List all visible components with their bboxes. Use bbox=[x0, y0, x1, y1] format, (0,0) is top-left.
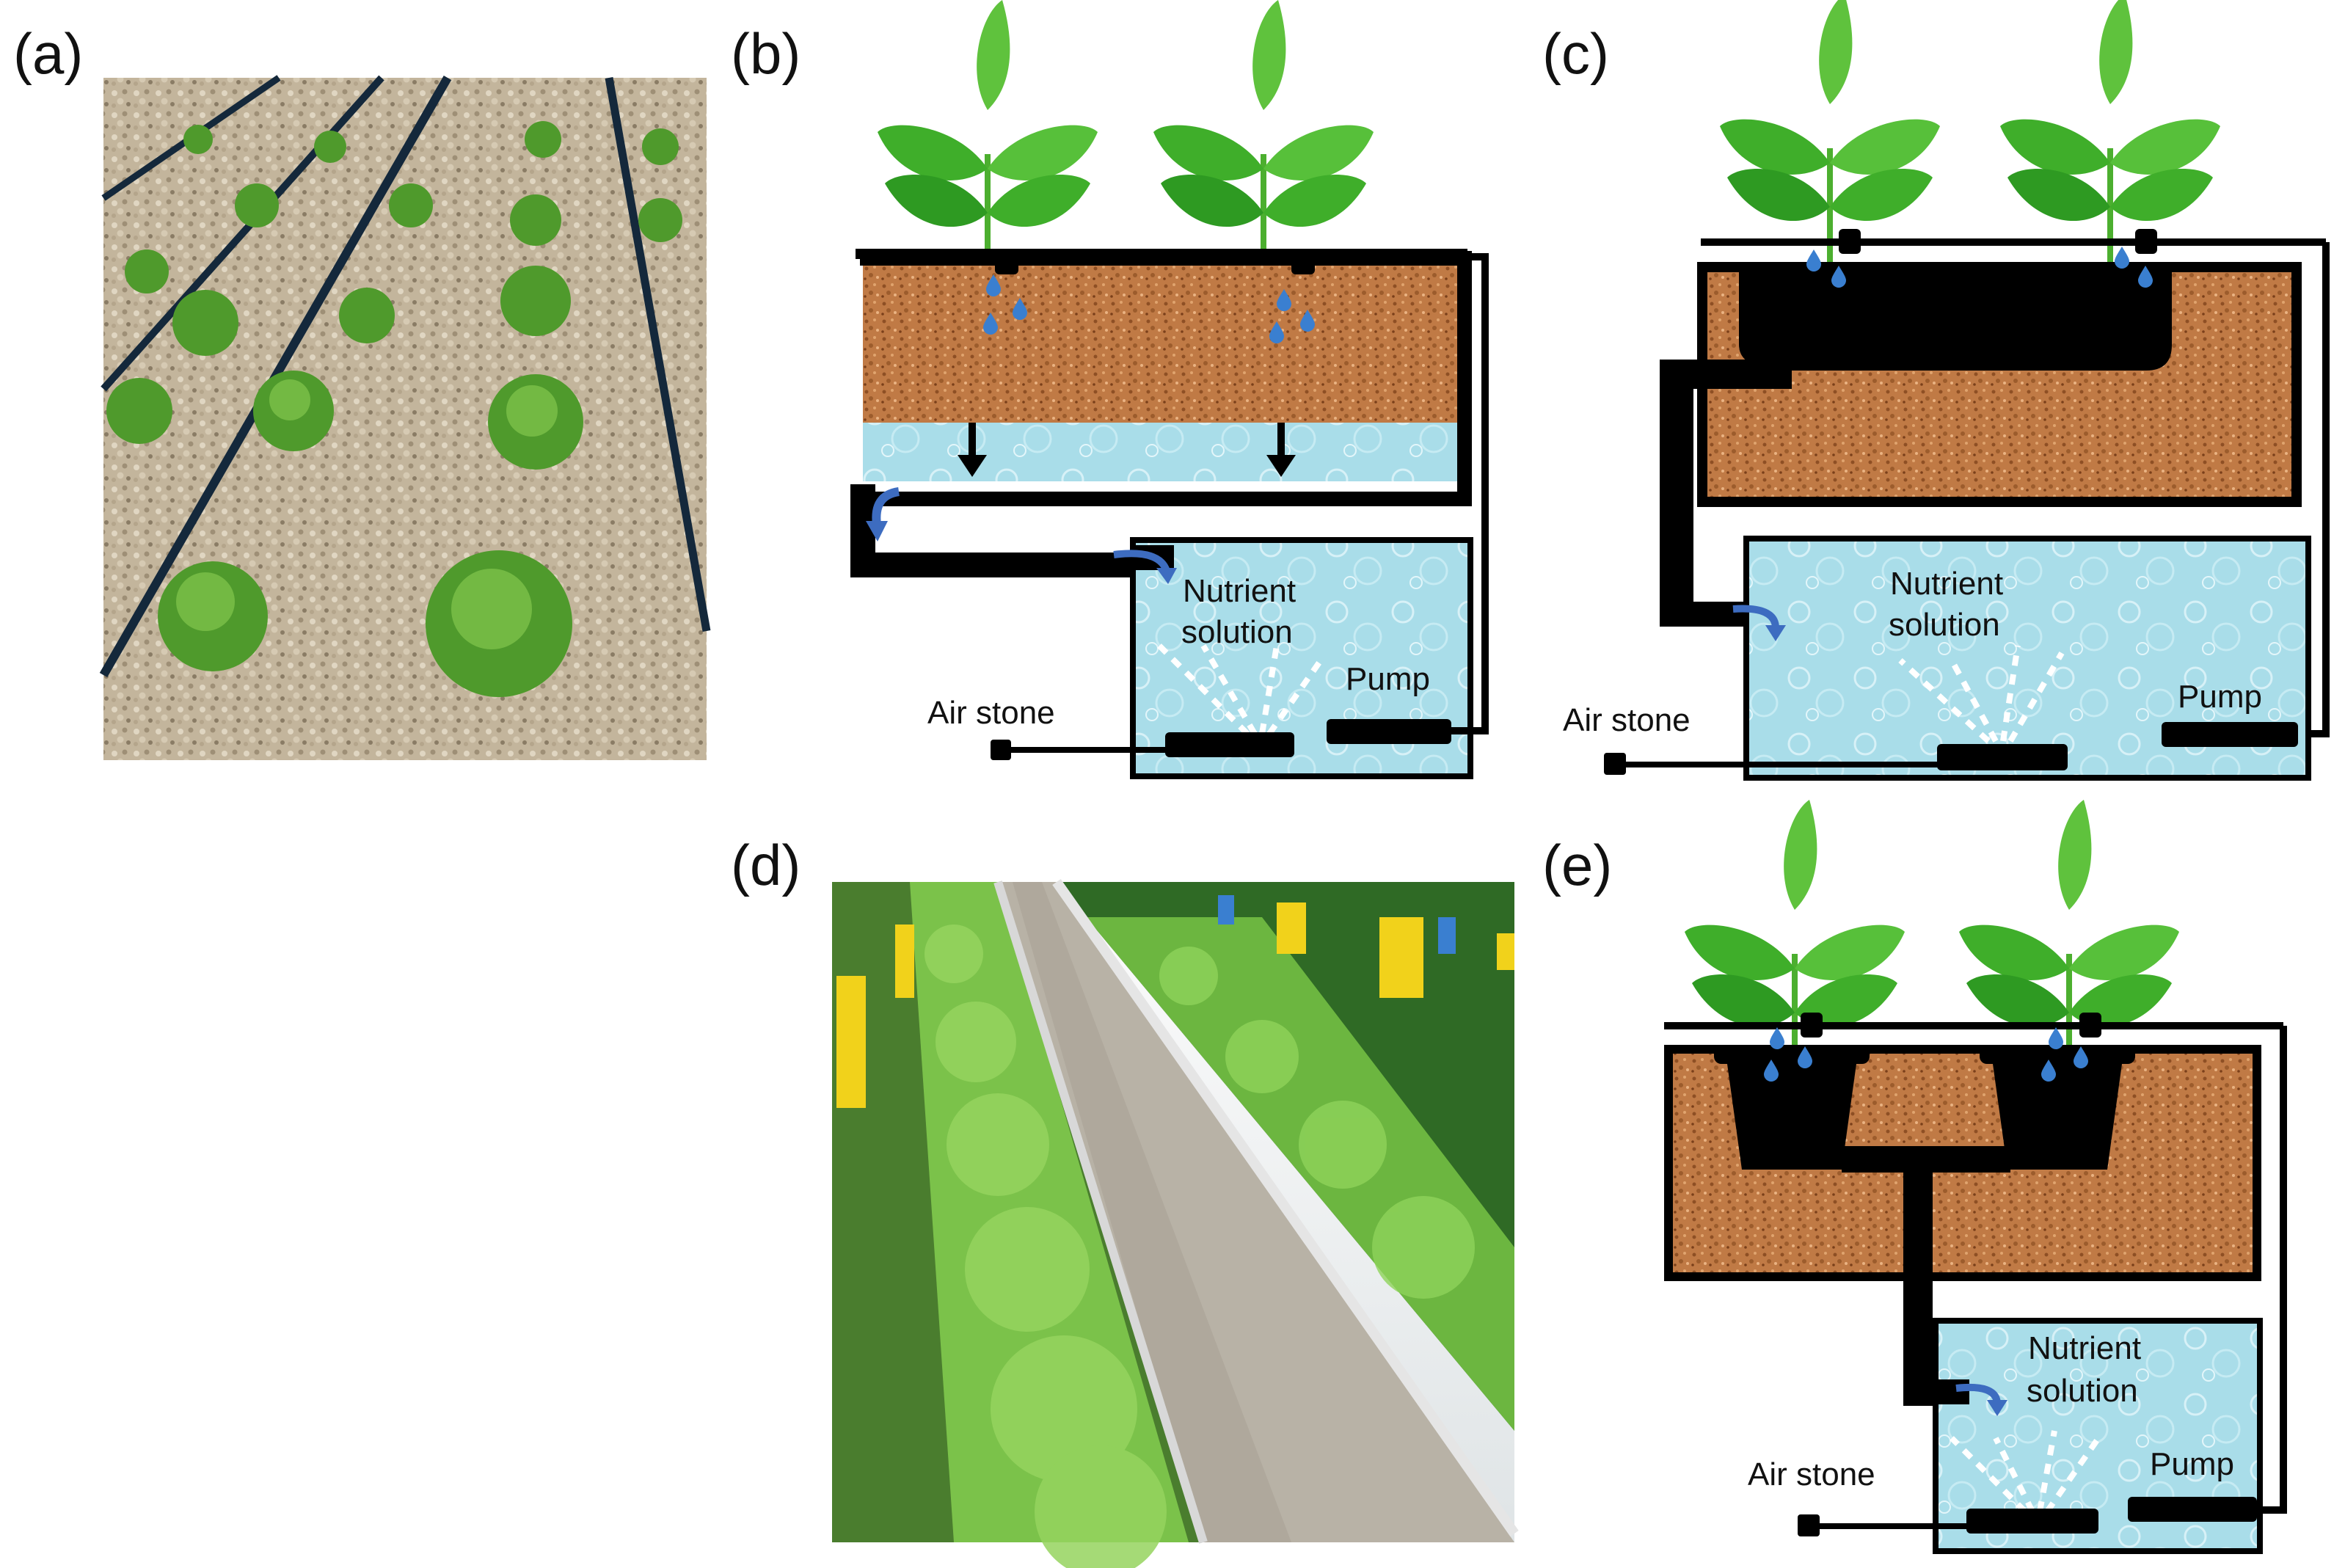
flow-arrow-b-1 bbox=[872, 487, 900, 525]
panel-e: (e) Nutrient solution bbox=[1542, 800, 2287, 1554]
pump-b bbox=[1327, 719, 1451, 744]
air-stone-c bbox=[1937, 744, 2068, 770]
air-stone-label-e: Air stone bbox=[1748, 1456, 1875, 1492]
nutrient-label-b-1: Nutrient bbox=[1183, 573, 1296, 609]
air-stone-e bbox=[1966, 1509, 2098, 1534]
panel-label-d: (d) bbox=[731, 833, 800, 897]
drain-water-layer-b bbox=[863, 423, 1462, 481]
dripper-c-1 bbox=[1839, 229, 1861, 254]
dripper-b-1 bbox=[995, 249, 1018, 274]
dripper-b-2 bbox=[1291, 249, 1315, 274]
pump-label-c: Pump bbox=[2178, 679, 2262, 715]
panel-label-b: (b) bbox=[731, 21, 800, 86]
photo-field-drip-lines bbox=[99, 75, 711, 760]
plant-c-2 bbox=[2000, 0, 2220, 281]
nutrient-label-c-1: Nutrient bbox=[1890, 566, 2003, 602]
substrate-bed-b bbox=[863, 261, 1462, 423]
panel-a: (a) bbox=[13, 21, 711, 760]
pump-c bbox=[2162, 722, 2298, 747]
pot-rim-e-2 bbox=[1980, 1045, 2135, 1064]
pot-e-1 bbox=[1727, 1064, 1856, 1170]
panel-b: (b) bbox=[731, 0, 1489, 779]
air-bubbles-b bbox=[1157, 643, 1324, 736]
plant-c-1 bbox=[1720, 0, 1940, 281]
air-bubbles-c bbox=[1898, 645, 2065, 743]
plant-b-1 bbox=[878, 0, 1098, 287]
flow-arrow-e bbox=[1955, 1383, 2001, 1404]
panel-label-e: (e) bbox=[1542, 833, 1612, 897]
air-stone-b bbox=[1165, 732, 1294, 757]
photo-greenhouse-beds bbox=[832, 878, 1519, 1568]
pump-e bbox=[2128, 1497, 2257, 1522]
nutrient-label-c-2: solution bbox=[1889, 607, 2000, 643]
nutrient-label-e-2: solution bbox=[2027, 1373, 2138, 1409]
pot-rim-e-1 bbox=[1714, 1045, 1870, 1064]
plant-e-2 bbox=[1959, 800, 2179, 1086]
dripper-e-1 bbox=[1801, 1013, 1823, 1038]
air-bubbles-e bbox=[1950, 1430, 2101, 1514]
pump-label-b: Pump bbox=[1346, 661, 1430, 697]
dripper-e-2 bbox=[2079, 1013, 2101, 1038]
plant-b-2 bbox=[1153, 0, 1374, 287]
flow-arrow-c bbox=[1732, 605, 1779, 629]
drain-arrows-b bbox=[969, 423, 1285, 461]
nutrient-label-b-2: solution bbox=[1181, 614, 1293, 650]
air-stone-label-c: Air stone bbox=[1563, 702, 1691, 738]
pot-e-2 bbox=[1993, 1064, 2122, 1170]
plant-e-1 bbox=[1685, 800, 1905, 1086]
panel-label-c: (c) bbox=[1542, 21, 1609, 86]
air-stone-label-b: Air stone bbox=[927, 695, 1055, 731]
flow-arrow-b-2 bbox=[1113, 550, 1170, 572]
dripper-c-2 bbox=[2135, 229, 2157, 254]
panel-c: (c) Nutrient solution Pump Air s bbox=[1542, 0, 2330, 781]
pump-label-e: Pump bbox=[2150, 1446, 2234, 1482]
panel-label-a: (a) bbox=[13, 21, 83, 86]
panel-d: (d) bbox=[731, 833, 1519, 1568]
trough-c bbox=[1739, 267, 2172, 371]
nutrient-label-e-1: Nutrient bbox=[2028, 1330, 2141, 1366]
